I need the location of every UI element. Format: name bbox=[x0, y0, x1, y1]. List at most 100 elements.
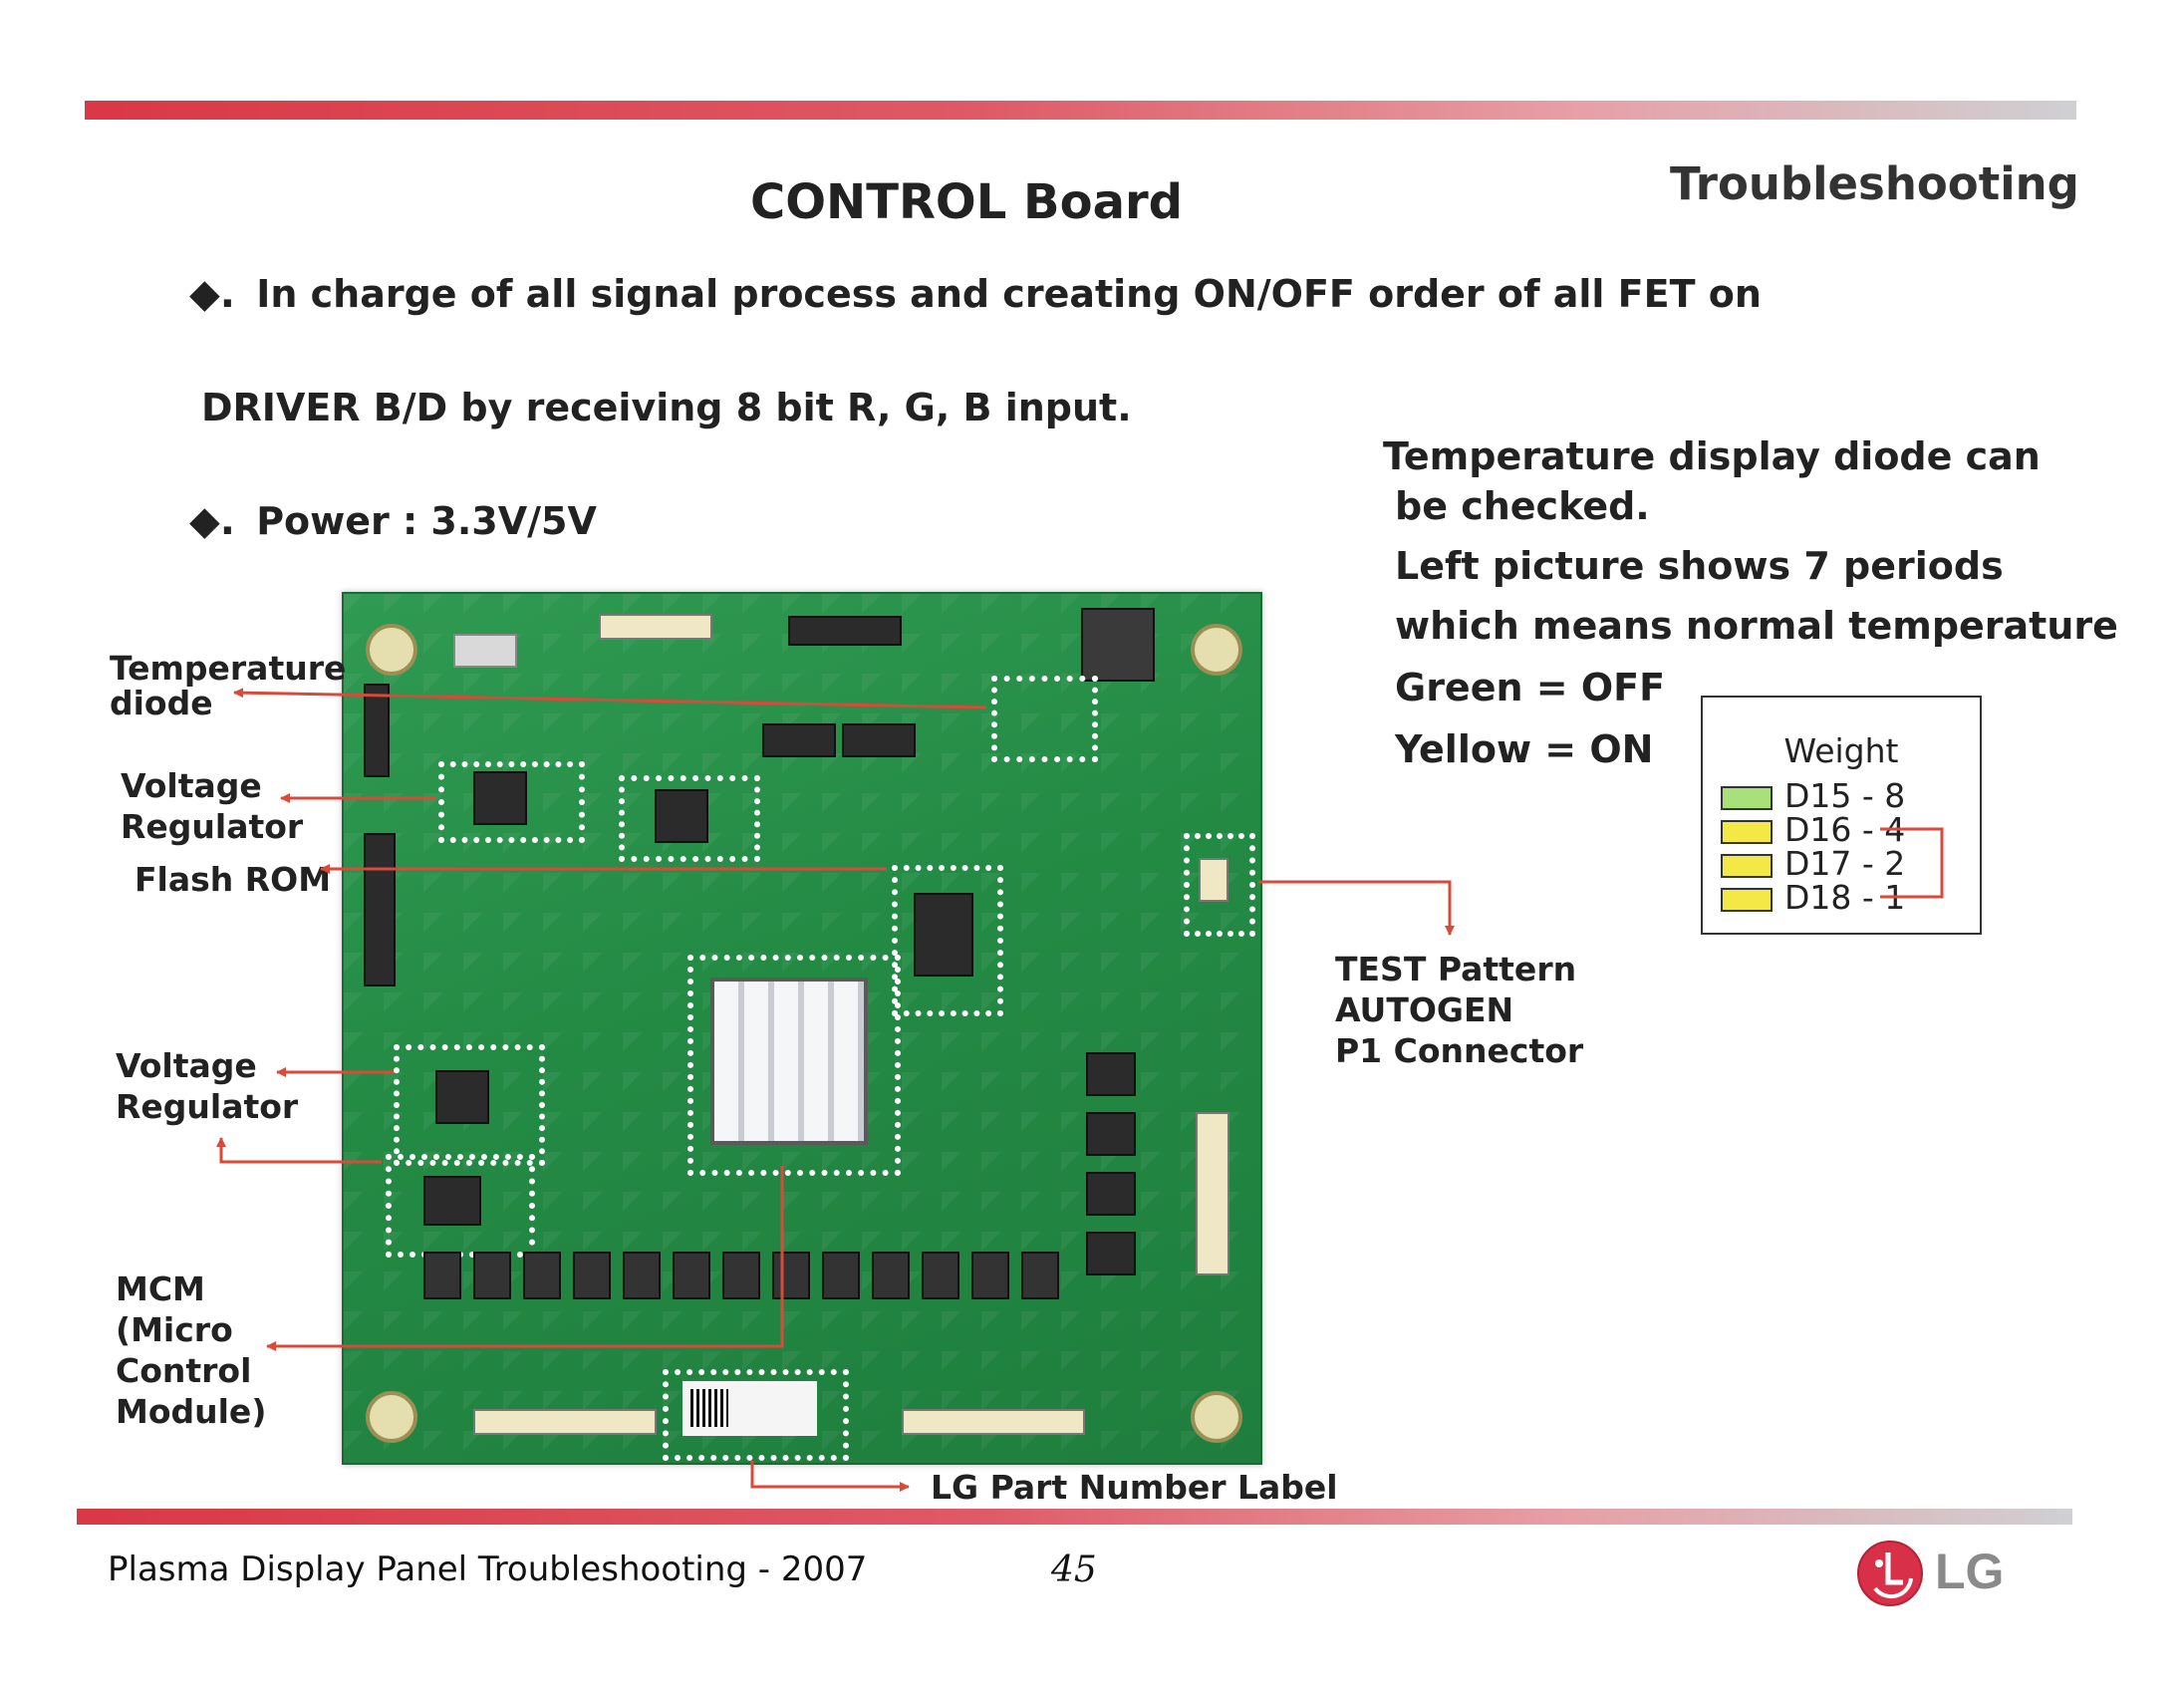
page-title: CONTROL Board bbox=[750, 174, 1183, 230]
footer-rule bbox=[77, 1509, 2072, 1525]
page-number: 45 bbox=[1051, 1549, 1097, 1590]
component bbox=[722, 1252, 760, 1299]
info-line-1: Temperature display diode can bbox=[1383, 434, 2041, 478]
component bbox=[772, 1252, 810, 1299]
label-line: Voltage bbox=[121, 766, 262, 805]
weight-row-d15: D15 - 8 bbox=[1721, 779, 1905, 813]
voltage-regulator-box-2 bbox=[619, 775, 760, 862]
component bbox=[922, 1252, 959, 1299]
swatch-yellow bbox=[1721, 887, 1773, 912]
component bbox=[1021, 1252, 1059, 1299]
label-voltage-regulator-1: Voltage Regulator bbox=[121, 765, 303, 847]
label-flash-rom: Flash ROM bbox=[135, 860, 332, 899]
label-voltage-regulator-2: Voltage Regulator bbox=[116, 1045, 298, 1127]
swatch-yellow bbox=[1721, 819, 1773, 844]
mcm-box bbox=[687, 955, 901, 1176]
component bbox=[573, 1252, 611, 1299]
label-line: P1 Connector bbox=[1335, 1031, 1584, 1070]
weight-row-label: D15 - 8 bbox=[1784, 776, 1906, 815]
voltage-regulator-box-3 bbox=[394, 1044, 545, 1166]
bullet-text-2: DRIVER B/D by receiving 8 bit R, G, B in… bbox=[201, 386, 1132, 429]
weight-row-d17: D17 - 2 bbox=[1721, 847, 1905, 881]
flash-rom-box bbox=[892, 865, 1003, 1016]
bottom-connector bbox=[902, 1409, 1085, 1435]
bullet-marker: ◆. bbox=[189, 498, 235, 544]
arrow-voltage-regulator-lower-2 bbox=[216, 1137, 382, 1164]
component bbox=[1086, 1172, 1136, 1216]
info-line-6: Yellow = ON bbox=[1395, 727, 1654, 771]
weight-legend: Weight D15 - 8 D16 - 4 D17 - 2 D18 - 1 bbox=[1701, 696, 1982, 935]
barcode-icon bbox=[690, 1389, 728, 1427]
component bbox=[364, 684, 390, 777]
arrow-test-pattern bbox=[1258, 880, 1455, 936]
component bbox=[872, 1252, 910, 1299]
info-line-4: which means normal temperature bbox=[1395, 604, 2118, 648]
component bbox=[453, 634, 517, 668]
bullet-text-3: Power : 3.3V/5V bbox=[256, 499, 597, 543]
temperature-diode-box bbox=[991, 676, 1098, 762]
p1-connector bbox=[1199, 858, 1228, 902]
label-line: MCM bbox=[116, 1269, 205, 1308]
component bbox=[971, 1252, 1009, 1299]
label-mcm: MCM (Micro Control Module) bbox=[116, 1268, 266, 1432]
label-line: AUTOGEN bbox=[1335, 990, 1514, 1029]
label-line: Module) bbox=[116, 1392, 267, 1431]
component bbox=[473, 1252, 511, 1299]
component bbox=[523, 1252, 561, 1299]
side-connector bbox=[364, 833, 396, 986]
info-line-2: be checked. bbox=[1395, 484, 1650, 528]
voltage-regulator-3 bbox=[435, 1070, 489, 1124]
component bbox=[423, 1252, 461, 1299]
flash-rom-chip bbox=[914, 893, 973, 977]
label-temperature-diode: Temperature diode bbox=[110, 648, 346, 723]
component bbox=[822, 1252, 860, 1299]
mount-hole bbox=[366, 624, 417, 676]
voltage-regulator-box-1 bbox=[438, 761, 585, 843]
info-line-5: Green = OFF bbox=[1395, 666, 1666, 709]
voltage-regulator-4 bbox=[423, 1176, 481, 1226]
mount-hole bbox=[1191, 624, 1242, 676]
lg-logo: LG bbox=[1855, 1539, 2015, 1608]
test-pattern-box bbox=[1184, 833, 1255, 937]
part-number-label bbox=[682, 1381, 817, 1436]
label-line: Regulator bbox=[116, 1087, 299, 1126]
weight-row-d16: D16 - 4 bbox=[1721, 813, 1905, 847]
component bbox=[762, 723, 836, 757]
component bbox=[788, 616, 902, 646]
bullet-power: ◆. Power : 3.3V/5V bbox=[189, 498, 597, 544]
side-connector bbox=[1196, 1112, 1229, 1275]
label-part-number: LG Part Number Label bbox=[931, 1468, 1338, 1507]
arrow-temperature-diode bbox=[233, 688, 987, 709]
arrow-mcm bbox=[266, 1166, 784, 1351]
arrow-part-number bbox=[750, 1461, 910, 1492]
weight-bracket bbox=[1880, 827, 1944, 899]
component bbox=[1086, 1232, 1136, 1275]
swatch-green bbox=[1721, 785, 1773, 810]
label-line: TEST Pattern bbox=[1335, 950, 1577, 988]
component bbox=[673, 1252, 710, 1299]
bullet-signal-process: ◆. In charge of all signal process and c… bbox=[189, 271, 1762, 317]
lg-face-icon bbox=[1857, 1541, 1923, 1606]
label-line: Control bbox=[116, 1351, 252, 1390]
part-number-box bbox=[663, 1369, 849, 1461]
label-line: Temperature bbox=[110, 649, 347, 688]
component bbox=[1086, 1112, 1136, 1156]
label-test-pattern: TEST Pattern AUTOGEN P1 Connector bbox=[1335, 949, 1583, 1071]
label-line: Regulator bbox=[121, 807, 304, 846]
component bbox=[1081, 608, 1155, 682]
control-board-photo bbox=[342, 592, 1262, 1465]
bottom-connector bbox=[473, 1409, 657, 1435]
bullet-text-1: In charge of all signal process and crea… bbox=[256, 272, 1762, 316]
component bbox=[842, 723, 916, 757]
weight-title: Weight bbox=[1783, 731, 1899, 770]
weight-row-label: D17 - 2 bbox=[1784, 844, 1906, 883]
voltage-regulator-1 bbox=[473, 771, 527, 825]
section-title: Troubleshooting bbox=[1670, 157, 2079, 210]
mcm-heatsink bbox=[710, 978, 868, 1145]
top-connector bbox=[599, 614, 712, 640]
header-rule bbox=[85, 101, 2076, 120]
label-line: diode bbox=[110, 684, 213, 722]
component bbox=[1086, 1052, 1136, 1096]
swatch-yellow bbox=[1721, 853, 1773, 878]
